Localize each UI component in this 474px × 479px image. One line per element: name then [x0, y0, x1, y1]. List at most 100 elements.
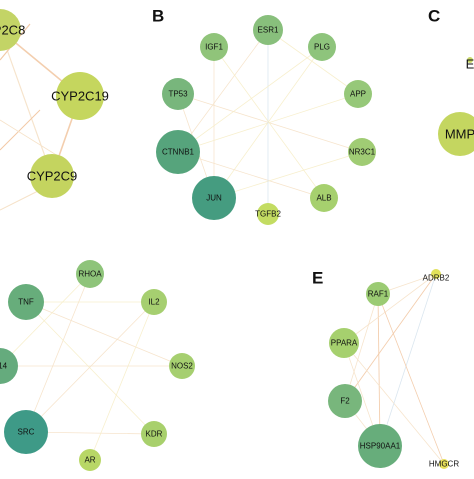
- node-tnf[interactable]: TNF: [8, 284, 44, 320]
- node-circle-src: [4, 410, 48, 454]
- edge-b-6: [177, 93, 363, 153]
- node-circle-alb: [310, 184, 338, 212]
- node-cyp2c8[interactable]: CYP2C8: [0, 9, 25, 51]
- edge-e-25: [377, 293, 381, 447]
- edge-d-20: [25, 301, 155, 435]
- node-label-jun: JUN: [206, 194, 222, 203]
- node-esr1[interactable]: ESR1: [253, 15, 283, 45]
- edge-e-31: [377, 293, 445, 465]
- node-circle-hmgcr: [439, 459, 449, 469]
- node-label-e: E: [466, 57, 474, 72]
- node-src[interactable]: SRC: [4, 410, 48, 454]
- node-label-tp53: TP53: [168, 90, 188, 99]
- edge-a-fragment-1: [0, 109, 41, 151]
- node-tp53[interactable]: TP53: [162, 78, 194, 110]
- node-plg[interactable]: PLG: [308, 33, 336, 61]
- node-f2[interactable]: F2: [328, 384, 362, 418]
- node-circle-cyp2c8: [0, 9, 21, 51]
- node-cyp2c9[interactable]: CYP2C9: [27, 154, 78, 198]
- node-circle-f2: [328, 384, 362, 418]
- node-label-mmp: MMP: [445, 127, 474, 142]
- node-circle-ctnnb1: [156, 130, 200, 174]
- node-label-nos2: NOS2: [171, 362, 193, 371]
- node-circle-adrb2: [431, 269, 441, 279]
- node-circle-kdr: [141, 421, 167, 447]
- node-label-cyp2c8: CYP2C8: [0, 23, 25, 38]
- node-circle-nr3c1: [348, 138, 376, 166]
- node-nos2[interactable]: NOS2: [169, 353, 195, 379]
- node-e[interactable]: E: [466, 57, 474, 72]
- node-ctnnb1[interactable]: CTNNB1: [156, 130, 200, 174]
- node-label-k14: K14: [0, 362, 8, 371]
- node-label-esr1: ESR1: [258, 26, 279, 35]
- node-circle-raf1: [366, 282, 390, 306]
- node-circle-esr1: [253, 15, 283, 45]
- node-circle-tnf: [8, 284, 44, 320]
- edge-e-28: [344, 293, 379, 402]
- node-jun[interactable]: JUN: [192, 176, 236, 220]
- node-circle-il2: [141, 289, 167, 315]
- edge-b-9: [213, 151, 363, 199]
- node-adrb2[interactable]: ADRB2: [423, 269, 450, 283]
- node-cyp2c19[interactable]: CYP2C19: [51, 72, 109, 120]
- node-label-il2: IL2: [148, 298, 160, 307]
- node-raf1[interactable]: RAF1: [366, 282, 390, 306]
- node-circle-nos2: [169, 353, 195, 379]
- node-nr3c1[interactable]: NR3C1: [348, 138, 376, 166]
- node-circle-rhoa: [76, 260, 104, 288]
- node-circle-igf1: [200, 33, 228, 61]
- node-kdr[interactable]: KDR: [141, 421, 167, 447]
- node-circle-app: [344, 80, 372, 108]
- node-mmp[interactable]: MMP: [438, 112, 474, 156]
- node-label-cyp2c9: CYP2C9: [27, 169, 78, 184]
- node-label-alb: ALB: [316, 194, 331, 203]
- panel-label-e: E: [312, 269, 323, 288]
- node-circle-ar: [79, 449, 101, 471]
- node-tgfb2[interactable]: TGFB2: [255, 203, 281, 225]
- node-alb[interactable]: ALB: [310, 184, 338, 212]
- node-app[interactable]: APP: [344, 80, 372, 108]
- node-hsp90aa1[interactable]: HSP90AA1: [358, 424, 402, 468]
- edge-e-30: [379, 273, 437, 447]
- node-label-hmgcr: HMGCR: [429, 460, 459, 469]
- node-circle-plg: [308, 33, 336, 61]
- node-circle-jun: [192, 176, 236, 220]
- node-label-ar: AR: [84, 456, 95, 465]
- node-igf1[interactable]: IGF1: [200, 33, 228, 61]
- node-label-tgfb2: TGFB2: [255, 210, 281, 219]
- node-circle-k14: [0, 348, 18, 384]
- node-ppara[interactable]: PPARA: [329, 328, 359, 358]
- node-label-hsp90aa1: HSP90AA1: [360, 442, 401, 451]
- node-label-igf1: IGF1: [205, 43, 223, 52]
- node-label-src: SRC: [18, 428, 35, 437]
- edge-d-17: [25, 301, 155, 433]
- node-label-cyp2c19: CYP2C19: [51, 89, 109, 104]
- node-label-adrb2: ADRB2: [423, 274, 450, 283]
- edge-a-fragment-2: [0, 189, 41, 211]
- edge-e-24: [344, 273, 437, 402]
- node-label-rhoa: RHOA: [78, 270, 102, 279]
- edge-b-11: [213, 46, 325, 199]
- edge-a-fragment-3: [0, 119, 59, 157]
- node-label-ppara: PPARA: [331, 339, 358, 348]
- panel-label-c: C: [428, 7, 440, 26]
- node-circle-ppara: [329, 328, 359, 358]
- node-k14[interactable]: K14: [0, 348, 18, 384]
- node-circle-tgfb2: [257, 203, 279, 225]
- node-hmgcr[interactable]: HMGCR: [429, 459, 459, 469]
- edge-e-27: [343, 273, 437, 344]
- panel-label-b: B: [152, 7, 164, 26]
- node-ar[interactable]: AR: [79, 449, 101, 471]
- node-circle-mmp: [438, 112, 474, 156]
- edge-d-21: [0, 273, 91, 367]
- node-rhoa[interactable]: RHOA: [76, 260, 104, 288]
- node-label-ctnnb1: CTNNB1: [162, 148, 195, 157]
- edge-b-13: [177, 46, 323, 153]
- node-label-f2: F2: [340, 397, 350, 406]
- node-label-kdr: KDR: [146, 430, 163, 439]
- node-il2[interactable]: IL2: [141, 289, 167, 315]
- edge-b-14: [267, 29, 359, 95]
- edge-b-4: [177, 29, 269, 153]
